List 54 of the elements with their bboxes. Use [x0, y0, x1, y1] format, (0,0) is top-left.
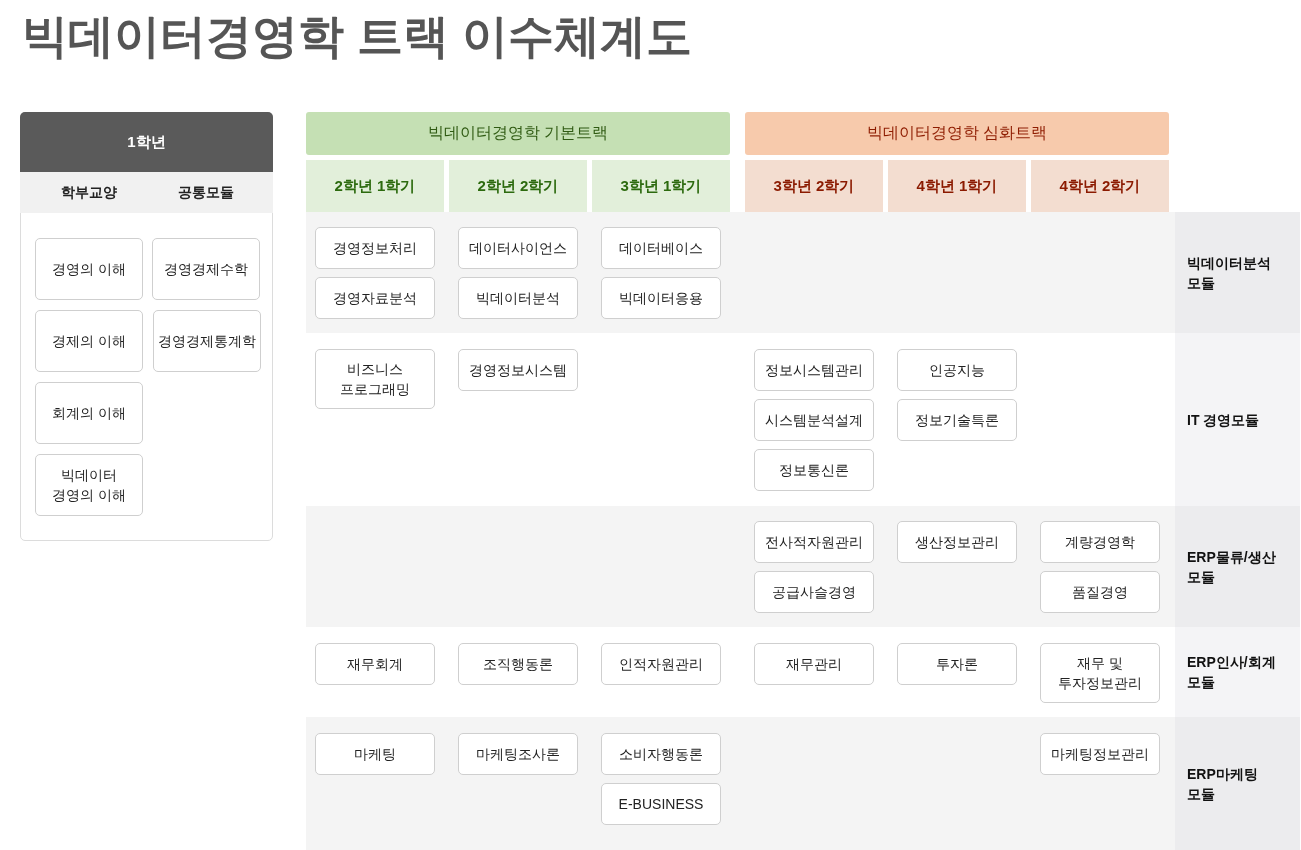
course-box: 회계의 이해: [35, 382, 143, 444]
panel-heading: 1학년: [20, 112, 273, 173]
course-box: 재무 및 투자정보관리: [1040, 643, 1160, 703]
course-box: 생산정보관리: [897, 521, 1017, 563]
course-box: 경영경제수학: [152, 238, 260, 300]
course-box: 조직행동론: [458, 643, 578, 685]
course-box: 소비자행동론: [601, 733, 721, 775]
course-box: 경제의 이해: [35, 310, 143, 372]
course-box: 계량경영학: [1040, 521, 1160, 563]
course-box: 경영자료분석: [315, 277, 435, 319]
course-box: 경영정보시스템: [458, 349, 578, 391]
title: 빅데이터경영학 트랙 이수체계도: [22, 9, 692, 64]
semester-header: 2학년 2학기: [449, 160, 587, 212]
course-box: 마케팅: [315, 733, 435, 775]
course-box: 공급사슬경영: [754, 571, 874, 613]
module-label: ERP물류/생산 모듈: [1175, 506, 1300, 627]
course-box: 경영경제통계학: [153, 310, 261, 372]
course-box: 정보기술특론: [897, 399, 1017, 441]
module-label: 빅데이터분석 모듈: [1175, 212, 1300, 333]
column-heading: 공통모듈: [178, 183, 234, 201]
course-box: 재무관리: [754, 643, 874, 685]
semester-header: 4학년 2학기: [1031, 160, 1169, 212]
panel: [20, 112, 273, 541]
semester-header: 2학년 1학기: [306, 160, 444, 212]
module-label: IT 경영모듈: [1175, 333, 1300, 506]
course-box: 재무회계: [315, 643, 435, 685]
course-box: 경영의 이해: [35, 238, 143, 300]
course-box: 경영정보처리: [315, 227, 435, 269]
course-box: 정보시스템관리: [754, 349, 874, 391]
course-box: 데이터베이스: [601, 227, 721, 269]
track-header: 빅데이터경영학 심화트랙: [745, 112, 1169, 155]
course-box: 품질경영: [1040, 571, 1160, 613]
course-box: 정보통신론: [754, 449, 874, 491]
course-box: 마케팅정보관리: [1040, 733, 1160, 775]
course-box: 마케팅조사론: [458, 733, 578, 775]
module-label: ERP인사/회계 모듈: [1175, 627, 1300, 717]
course-box: 시스템분석설계: [754, 399, 874, 441]
track-header: 빅데이터경영학 기본트랙: [306, 112, 730, 155]
module-label: ERP마케팅 모듈: [1175, 717, 1300, 850]
semester-header: 4학년 1학기: [888, 160, 1026, 212]
course-box: 비즈니스 프로그래밍: [315, 349, 435, 409]
course-box: 빅데이터응용: [601, 277, 721, 319]
course-box: 인적자원관리: [601, 643, 721, 685]
course-box: 투자론: [897, 643, 1017, 685]
course-box: 인공지능: [897, 349, 1017, 391]
column-heading: 학부교양: [61, 183, 117, 201]
semester-header: 3학년 2학기: [745, 160, 883, 212]
course-box: 전사적자원관리: [754, 521, 874, 563]
course-box: 빅데이터 경영의 이해: [35, 454, 143, 516]
header-band: [20, 172, 273, 213]
course-box: 데이터사이언스: [458, 227, 578, 269]
course-box: E-BUSINESS: [601, 783, 721, 825]
course-box: 빅데이터분석: [458, 277, 578, 319]
semester-header: 3학년 1학기: [592, 160, 730, 212]
